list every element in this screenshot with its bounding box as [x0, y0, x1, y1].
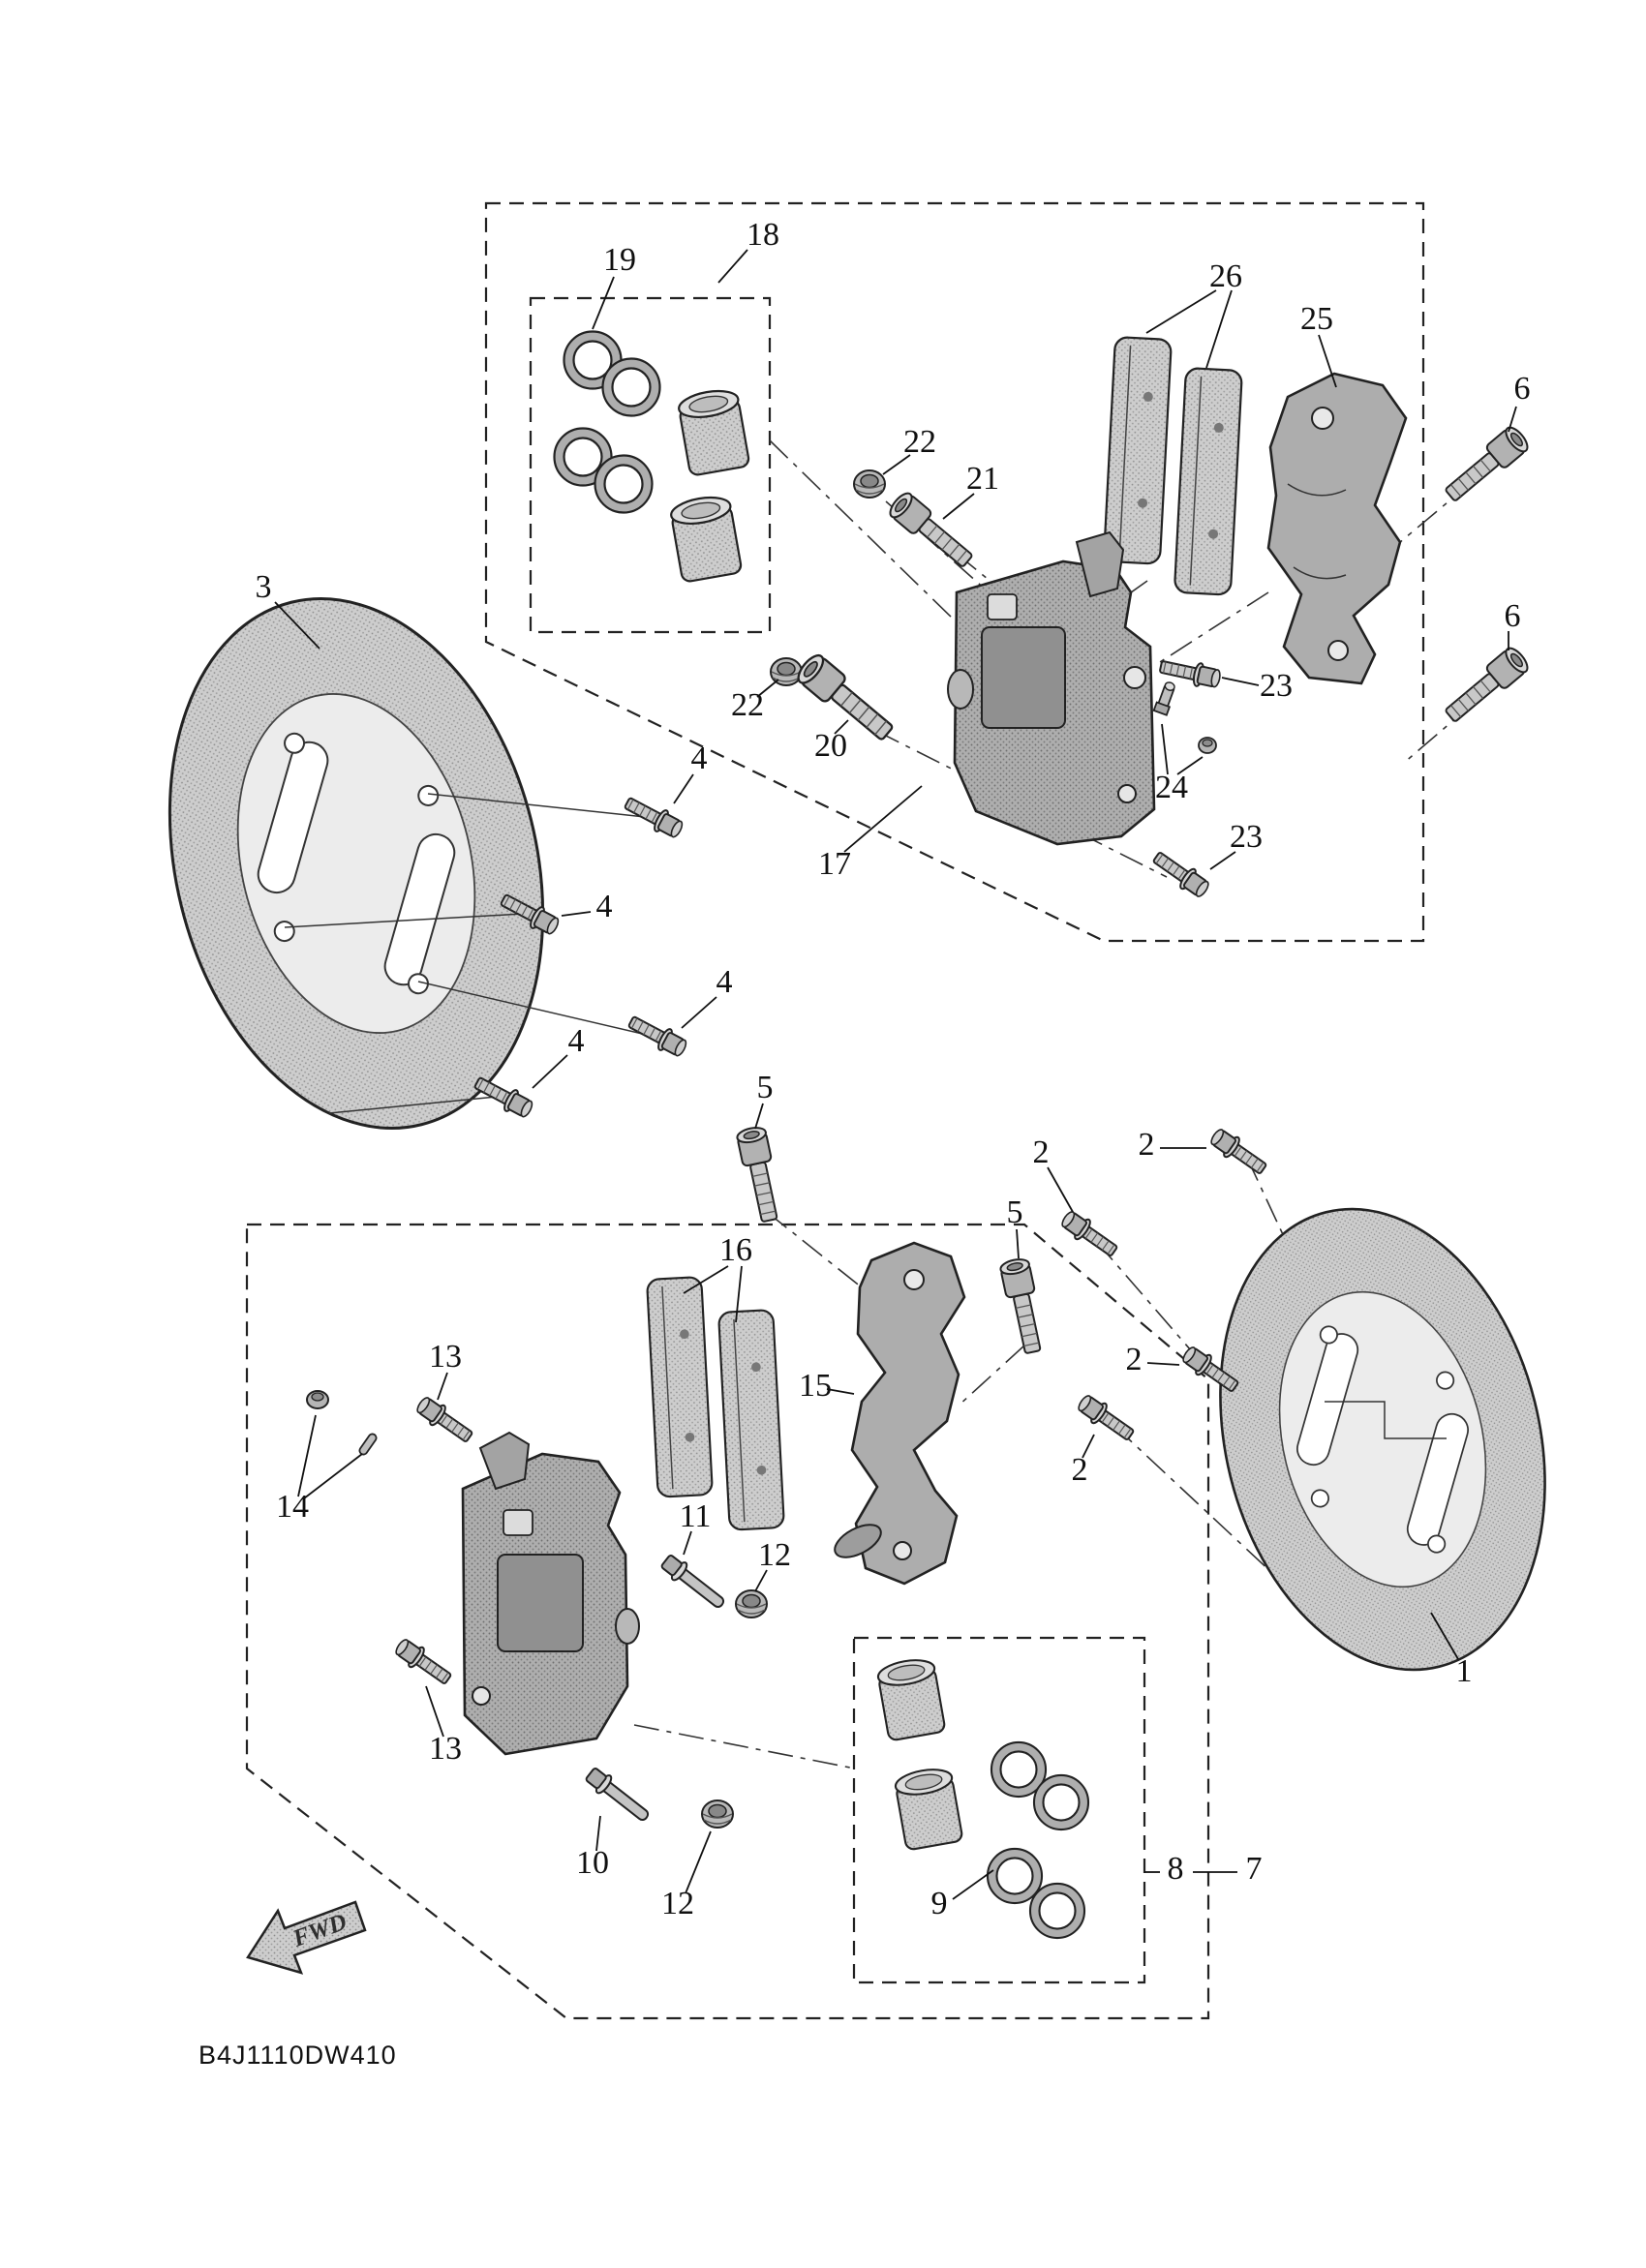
callout-22-a: 22	[903, 424, 936, 460]
callout-4-a: 4	[691, 741, 708, 776]
seal-oring	[988, 1849, 1042, 1903]
bolt-13-b	[391, 1634, 456, 1690]
callout-23-a: 23	[1260, 668, 1293, 704]
callout-13-a: 13	[429, 1339, 462, 1375]
callout-5-b: 5	[1007, 1194, 1023, 1230]
brake-pad	[1102, 335, 1174, 565]
pin-boot-12-a	[735, 1589, 768, 1618]
bolt-5-b	[998, 1255, 1049, 1356]
slide-pin-11	[657, 1551, 730, 1615]
front-brake-disc-left	[114, 557, 598, 1170]
callout-9: 9	[931, 1886, 948, 1921]
callout-14: 14	[276, 1489, 309, 1525]
brake-pad	[716, 1308, 786, 1531]
lower-brake-pads	[645, 1275, 786, 1531]
lower-caliper-assembly-box	[245, 1223, 1210, 2020]
callout-24: 24	[1155, 770, 1188, 805]
upper-seal-kit	[555, 332, 660, 513]
callout-10: 10	[576, 1845, 609, 1881]
callouts: 18 19 26 25 6 6 22 21 3 22 20 17 4 4 4 4…	[256, 217, 1531, 1921]
seal-oring	[1034, 1775, 1088, 1830]
lower-caliper-body	[461, 1431, 640, 1756]
brake-pad	[1173, 366, 1244, 596]
callout-6-a: 6	[1514, 371, 1531, 407]
caliper-piston	[874, 1655, 947, 1742]
bleeder-cap	[1198, 737, 1217, 754]
pin-14	[358, 1433, 378, 1456]
callout-20: 20	[814, 728, 847, 764]
lower-pistons	[874, 1655, 964, 1852]
lower-seal-kit-box	[852, 1636, 1146, 1984]
lower-caliper-bracket	[834, 1241, 966, 1586]
callout-22-b: 22	[731, 687, 764, 723]
seal-oring	[595, 456, 653, 513]
callout-11: 11	[680, 1498, 712, 1534]
upper-pistons	[667, 385, 751, 584]
upper-caliper-body	[947, 530, 1156, 846]
front-brake-disc-right	[1173, 1172, 1593, 1707]
cap-14	[306, 1390, 329, 1409]
fwd-direction-arrow: FWD	[246, 1900, 367, 1975]
callout-2-a: 2	[1033, 1134, 1050, 1170]
caliper-piston	[892, 1765, 964, 1852]
bolt-2-b	[1057, 1206, 1122, 1262]
bolt-13-a	[412, 1392, 477, 1448]
bleeder-valve	[1152, 681, 1175, 716]
upper-caliper-assembly-box	[484, 201, 1425, 943]
callout-4-c: 4	[716, 964, 733, 1000]
pin-boot-12-b	[701, 1799, 734, 1829]
callout-4-b: 4	[596, 889, 613, 924]
upper-seal-kit-box	[529, 296, 772, 634]
callout-17: 17	[818, 846, 851, 882]
callout-2-b: 2	[1139, 1127, 1155, 1163]
lower-fasteners-and-fittings	[306, 1124, 1271, 1829]
bolt-5-a	[735, 1124, 785, 1225]
slide-pin-10	[582, 1764, 655, 1828]
seal-oring	[603, 359, 660, 416]
callout-1: 1	[1456, 1653, 1473, 1689]
callout-26: 26	[1209, 258, 1242, 294]
lower-seal-kit	[988, 1742, 1088, 1938]
bolt-4-c	[625, 1010, 691, 1061]
callout-19: 19	[603, 242, 636, 278]
upper-caliper-bracket	[1266, 372, 1408, 685]
bolt-6-a	[1439, 423, 1533, 508]
brake-pad	[645, 1275, 715, 1498]
callout-4-d: 4	[568, 1023, 585, 1059]
bolt-6-b	[1439, 644, 1533, 729]
callout-18: 18	[747, 217, 779, 253]
callout-21: 21	[966, 461, 999, 497]
caliper-piston	[667, 492, 744, 584]
callout-15: 15	[799, 1368, 832, 1404]
callout-23-b: 23	[1230, 819, 1263, 855]
callout-13-b: 13	[429, 1731, 462, 1767]
callout-2-c: 2	[1126, 1342, 1143, 1377]
callout-2-d: 2	[1072, 1452, 1088, 1488]
bolt-4-d	[471, 1071, 537, 1122]
seal-oring	[1030, 1884, 1084, 1938]
callout-7: 7	[1246, 1851, 1263, 1887]
disc-bolt-lines	[284, 793, 652, 1114]
callout-6-b: 6	[1505, 598, 1521, 634]
diagram-code: B4J1110DW410	[198, 2041, 397, 2070]
callout-16: 16	[719, 1232, 752, 1268]
bolt-23-b	[1148, 846, 1213, 902]
callout-5-a: 5	[757, 1070, 774, 1105]
bolt-2-d	[1074, 1390, 1139, 1446]
callout-3: 3	[256, 569, 272, 605]
callout-25: 25	[1300, 301, 1333, 337]
callout-12-b: 12	[661, 1886, 694, 1921]
leader-lines	[274, 249, 1517, 1900]
upper-fasteners-and-fittings	[471, 423, 1533, 1122]
upper-brake-pads	[1102, 335, 1244, 596]
caliper-piston	[675, 385, 751, 477]
bleed-boot	[853, 469, 886, 499]
callout-12-a: 12	[758, 1537, 791, 1573]
callout-8: 8	[1168, 1851, 1184, 1887]
assembly-boundary-boxes	[245, 201, 1425, 2020]
bolt-2-a	[1206, 1124, 1271, 1180]
